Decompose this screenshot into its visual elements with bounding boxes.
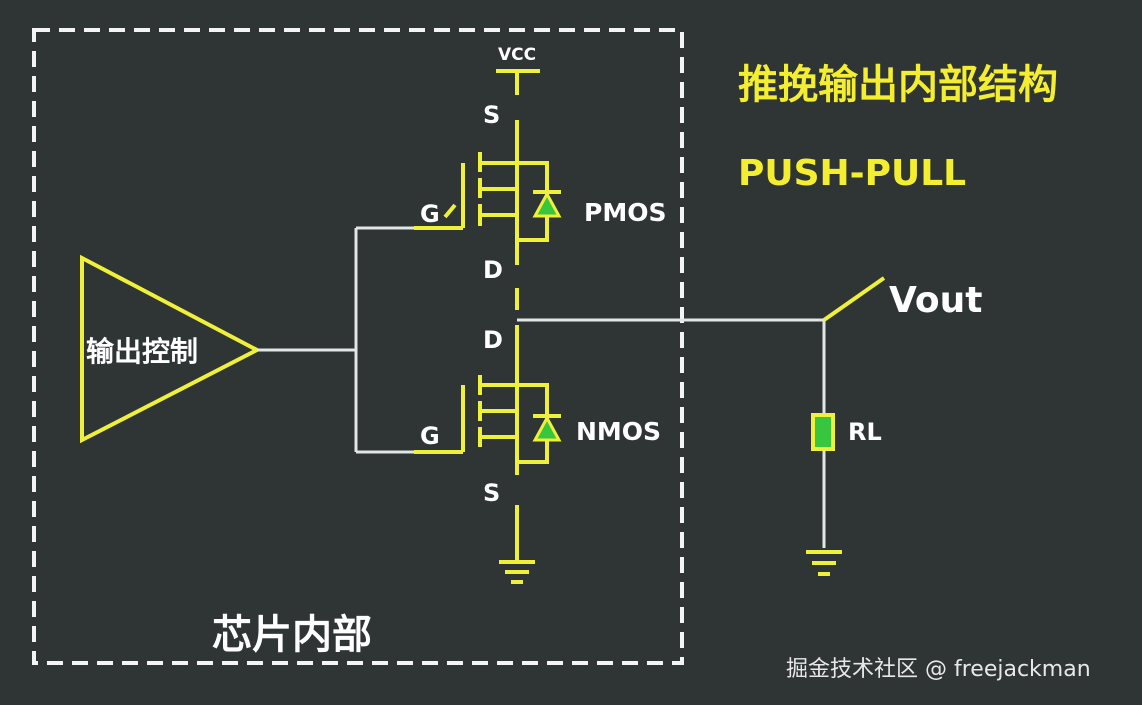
nmos-gate-label: G xyxy=(420,422,440,450)
nmos-name-label: NMOS xyxy=(576,417,661,446)
pmos-drain-label: D xyxy=(483,256,503,284)
vout-label: Vout xyxy=(889,280,982,321)
gate-wiring xyxy=(257,226,414,454)
driver-label: 输出控制 xyxy=(86,335,198,368)
load-resistor-label: RL xyxy=(848,418,882,446)
pmos-source-label: S xyxy=(483,101,500,129)
pmos-body-diode xyxy=(532,190,562,218)
output-control-driver xyxy=(80,254,262,444)
external-ground-symbol xyxy=(806,550,842,576)
chip-boundary xyxy=(32,28,684,665)
nmos-body-diode xyxy=(532,414,562,442)
nmos-source-label: S xyxy=(483,479,500,507)
chip-internal-label: 芯片内部 xyxy=(212,612,372,658)
chip-ground-symbol xyxy=(499,560,535,584)
diagram-subtitle: PUSH-PULL xyxy=(738,153,966,194)
diagram-title: 推挽输出内部结构 xyxy=(738,62,1058,108)
output-wiring xyxy=(517,276,886,548)
pmos-gate-label: G xyxy=(420,200,440,228)
pmos-name-label: PMOS xyxy=(584,198,666,227)
vcc-rail xyxy=(496,69,540,95)
watermark: 掘金技术社区 @ freejackman xyxy=(786,657,1091,682)
nmos-drain-label: D xyxy=(483,326,503,354)
load-resistor xyxy=(811,413,835,451)
vcc-label: VCC xyxy=(498,45,536,65)
